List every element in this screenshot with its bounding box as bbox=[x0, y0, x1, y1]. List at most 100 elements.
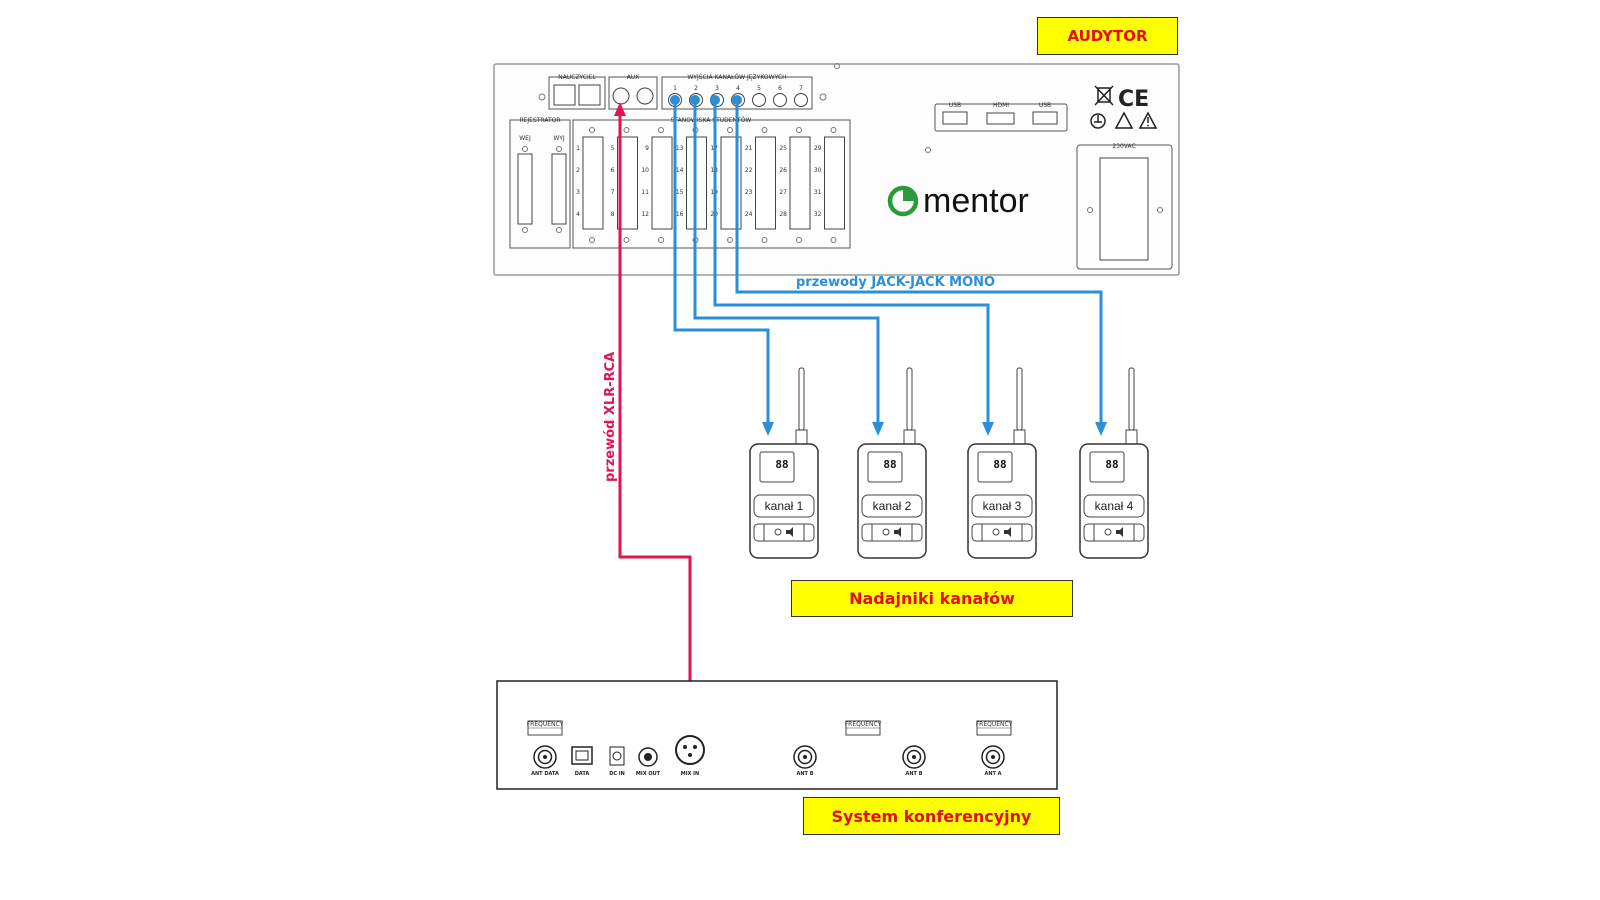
freq-display-3: FREQUENCY bbox=[976, 720, 1013, 736]
channel-label-box bbox=[1083, 494, 1145, 518]
audytor-panel: NAUCZYCIEL AUX WYJŚCIA KANAŁÓW JĘZYKOWYC… bbox=[493, 63, 1180, 276]
jack-cable-1 bbox=[673, 100, 770, 425]
aux-label: AUX bbox=[627, 74, 640, 81]
transmitter-display-value: 88 bbox=[775, 458, 788, 471]
student-number: 22 bbox=[745, 167, 753, 174]
student-number: 9 bbox=[645, 145, 649, 152]
caution-warning-icon bbox=[1138, 111, 1158, 129]
student-number: 6 bbox=[611, 167, 615, 174]
channel-number-6: 6 bbox=[778, 85, 782, 92]
transmitter-channel-label: kanał 4 bbox=[1095, 499, 1134, 513]
antenna bbox=[1016, 367, 1023, 431]
transmitter-display-value: 88 bbox=[883, 458, 896, 471]
power-icon bbox=[992, 528, 1000, 536]
conference-port-2: DATA bbox=[571, 746, 593, 777]
student-connector-1 bbox=[582, 136, 604, 230]
student-stations-label: STANOWISKA STUDENTÓW bbox=[671, 117, 752, 124]
student-number: 10 bbox=[641, 167, 649, 174]
student-number: 8 bbox=[611, 211, 615, 218]
teacher-connector-group: NAUCZYCIEL bbox=[538, 74, 606, 110]
freq-display-2: FREQUENCY bbox=[845, 720, 882, 736]
transmitter-display bbox=[1089, 451, 1125, 483]
jack-cable-3 bbox=[713, 100, 990, 425]
transmitter-channel-label: kanał 1 bbox=[765, 499, 804, 513]
transmitter-display-value: 88 bbox=[993, 458, 1006, 471]
power-socket-group: 230VAC bbox=[1076, 143, 1173, 270]
conference-port-label: MIX OUT bbox=[636, 771, 661, 777]
conference-port-5: MIX IN bbox=[675, 735, 705, 777]
student-number: 14 bbox=[676, 167, 684, 174]
antenna bbox=[798, 367, 805, 431]
student-connector-3 bbox=[651, 136, 673, 230]
conference-port-label: ANT A bbox=[984, 771, 1001, 777]
mentor-logo: mentor bbox=[887, 182, 1029, 220]
student-number: 29 bbox=[814, 145, 822, 152]
frequency-label-2: FREQUENCY bbox=[845, 721, 882, 728]
aux-connector-group: AUX bbox=[608, 74, 658, 110]
student-number: 21 bbox=[745, 145, 753, 152]
student-number: 12 bbox=[641, 211, 649, 218]
transmitter-channel-label: kanał 2 bbox=[873, 499, 912, 513]
student-number: 25 bbox=[779, 145, 787, 152]
teacher-label: NAUCZYCIEL bbox=[558, 74, 596, 81]
usb1-label: USB bbox=[949, 102, 961, 109]
recorder-group: REJESTRATOR WEJ WYJ bbox=[509, 117, 571, 249]
student-number: 31 bbox=[814, 189, 822, 196]
audytor-label: AUDYTOR bbox=[1037, 17, 1178, 55]
jack-cable-2 bbox=[693, 100, 880, 425]
conference-port-4: MIX OUT bbox=[636, 747, 661, 777]
channel-output-jack-5 bbox=[752, 93, 766, 107]
transmitter-display bbox=[977, 451, 1013, 483]
recorder-in-label: WEJ bbox=[519, 135, 531, 142]
hdmi-label: HDMI bbox=[993, 102, 1009, 109]
usb2-label: USB bbox=[1039, 102, 1051, 109]
weee-icon bbox=[1094, 85, 1114, 106]
power-icon bbox=[1104, 528, 1112, 536]
student-number: 28 bbox=[779, 211, 787, 218]
student-number: 2 bbox=[576, 167, 580, 174]
student-number: 23 bbox=[745, 189, 753, 196]
channel-number-5: 5 bbox=[757, 85, 761, 92]
jack-cable-4 bbox=[735, 100, 1103, 425]
frequency-label-3: FREQUENCY bbox=[976, 721, 1013, 728]
power-label: 230VAC bbox=[1112, 143, 1135, 150]
xlr-cable-label: przewód XLR-RCA bbox=[603, 352, 618, 482]
transmitter-buttons bbox=[861, 523, 923, 542]
channel-output-jack-6 bbox=[773, 93, 787, 107]
conference-port-label: DC IN bbox=[609, 771, 625, 777]
antenna bbox=[1128, 367, 1135, 431]
student-connector-8 bbox=[824, 136, 845, 230]
ground-icon bbox=[1090, 113, 1106, 129]
channel-number-1: 1 bbox=[673, 85, 677, 92]
ce-mark-icon: CE bbox=[1118, 87, 1149, 112]
recorder-label: REJESTRATOR bbox=[519, 117, 560, 124]
channel-number-2: 2 bbox=[694, 85, 698, 92]
student-number: 11 bbox=[641, 189, 649, 196]
student-number: 24 bbox=[745, 211, 753, 218]
conference-port-label: ANT B bbox=[796, 771, 813, 777]
student-number: 32 bbox=[814, 211, 822, 218]
transmitter-buttons bbox=[1083, 523, 1145, 542]
student-number: 13 bbox=[676, 145, 684, 152]
student-number: 3 bbox=[576, 189, 580, 196]
student-number: 5 bbox=[611, 145, 615, 152]
channel-outputs-label: WYJŚCIA KANAŁÓW JĘZYKOWYCH bbox=[687, 74, 786, 81]
jack-cables: przewody JACK-JACK MONO bbox=[670, 95, 1107, 436]
conference-port-7: ANT B bbox=[902, 745, 926, 777]
power-icon bbox=[774, 528, 782, 536]
transmitter-display bbox=[867, 451, 903, 483]
student-connector-7 bbox=[789, 136, 811, 230]
channel-number-7: 7 bbox=[799, 85, 803, 92]
frequency-label-1: FREQUENCY bbox=[527, 721, 564, 728]
recorder-out-label: WYJ bbox=[553, 135, 565, 142]
channel-number-4: 4 bbox=[736, 85, 740, 92]
student-number: 1 bbox=[576, 145, 580, 152]
usb-hdmi-group: USB HDMI USB bbox=[934, 102, 1068, 132]
conference-port-label: DATA bbox=[575, 771, 590, 777]
channel-output-jack-7 bbox=[794, 93, 808, 107]
student-number: 30 bbox=[814, 167, 822, 174]
